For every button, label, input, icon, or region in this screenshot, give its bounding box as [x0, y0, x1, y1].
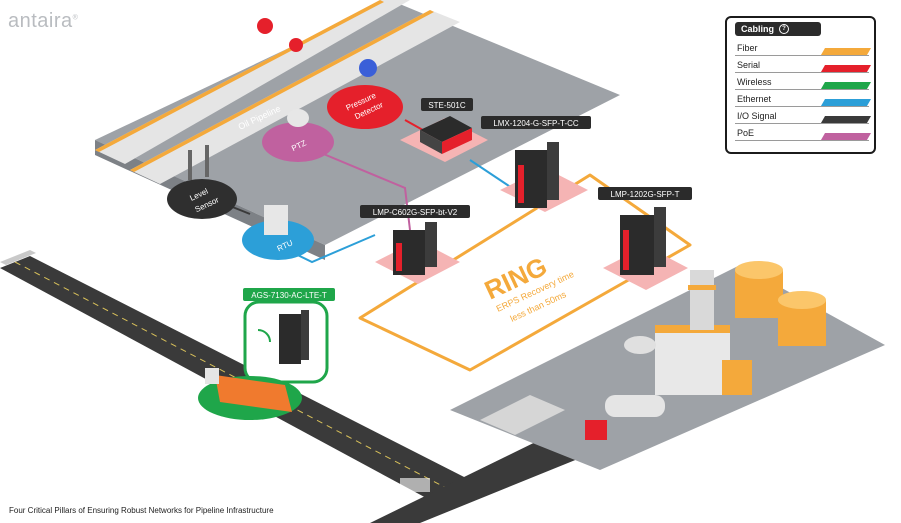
legend-divider — [735, 72, 869, 73]
legend-divider — [735, 140, 869, 141]
crosswalk — [400, 478, 430, 492]
pressure-detector-circle: Pressure Detector — [327, 59, 403, 129]
rtu-circle: RTU — [242, 205, 314, 260]
rtu-device-icon — [264, 205, 288, 235]
highway-edge — [0, 250, 36, 265]
legend-item-label: I/O Signal — [737, 111, 777, 121]
lmp-c602g-label: LMP-C602G-SFP-bt-V2 — [373, 208, 458, 217]
ptz-camera-icon — [287, 109, 309, 127]
legend-swatch — [820, 48, 872, 55]
brand-logo: antaira® — [8, 10, 79, 32]
legend-item-label: Wireless — [737, 77, 772, 87]
valve-icon — [257, 18, 273, 34]
legend-item-label: Fiber — [737, 43, 758, 53]
ste-501c-tag: STE-501C — [421, 98, 473, 111]
legend-item: Serial — [735, 59, 872, 75]
info-icon: ? — [779, 24, 789, 34]
legend-item: Fiber — [735, 42, 872, 58]
ags-cellular-router-card: AGS-7130-AC-LTE-T — [243, 288, 335, 384]
ptz-circle: PTZ — [262, 109, 334, 162]
lmx-switch-icon — [515, 142, 559, 208]
oil-pipeline — [95, 0, 460, 184]
erps-ring — [358, 173, 692, 372]
ste-501c-label: STE-501C — [428, 101, 466, 110]
legend-item: Wireless — [735, 76, 872, 92]
highway-tanker-icon — [198, 368, 302, 420]
legend-item: PoE — [735, 127, 872, 143]
legend-swatch — [820, 65, 872, 72]
legend-item-label: Serial — [737, 60, 761, 70]
lmp-c602g-tag: LMP-C602G-SFP-bt-V2 — [360, 205, 470, 218]
legend-item-label: Ethernet — [737, 94, 772, 104]
lmx-label: LMX-1204-G-SFP-T-CC — [493, 119, 579, 128]
lmp-c602g-switch-icon — [393, 222, 437, 275]
legend-title: Cabling ? — [735, 22, 821, 36]
ags-router-icon — [279, 314, 301, 364]
refinery-building-icon — [624, 270, 752, 395]
road-center-line — [14, 261, 451, 491]
legend-swatch — [820, 82, 872, 89]
toll-canopy-icon — [480, 395, 565, 435]
ags-label: AGS-7130-AC-LTE-T — [251, 291, 327, 300]
pressure-gauge-icon — [359, 59, 377, 77]
legend-divider — [735, 89, 869, 90]
cross-road — [370, 430, 600, 523]
lmp-1202g-tag: LMP-1202G-SFP-T — [598, 187, 692, 200]
lmx-tag: LMX-1204-G-SFP-T-CC — [481, 116, 591, 129]
legend-swatch — [820, 133, 872, 140]
tanker-truck-icon — [585, 395, 665, 440]
ethernet-link — [469, 159, 516, 191]
legend-divider — [735, 106, 869, 107]
legend-divider — [735, 55, 869, 56]
lmp-1202g-switch-icon — [620, 207, 666, 275]
lmp-1202g-label: LMP-1202G-SFP-T — [611, 190, 680, 199]
legend-divider — [735, 123, 869, 124]
legend-title-text: Cabling — [741, 24, 774, 34]
wireless-icon — [257, 329, 271, 343]
level-sensor-circle: Level Sensor — [167, 145, 237, 219]
figure-caption: Four Critical Pillars of Ensuring Robust… — [9, 506, 274, 515]
legend-swatch — [820, 99, 872, 106]
sensor-probe-icon — [205, 145, 209, 177]
valve-icon — [289, 38, 303, 52]
legend-item: I/O Signal — [735, 110, 872, 126]
ags-router-side — [301, 310, 309, 360]
ste-501c-device-icon — [420, 116, 472, 154]
sensor-probe-icon — [188, 150, 192, 180]
legend-swatch — [820, 116, 872, 123]
legend-item: Ethernet — [735, 93, 872, 109]
storage-tank-icon — [735, 261, 826, 346]
legend-item-label: PoE — [737, 128, 755, 138]
